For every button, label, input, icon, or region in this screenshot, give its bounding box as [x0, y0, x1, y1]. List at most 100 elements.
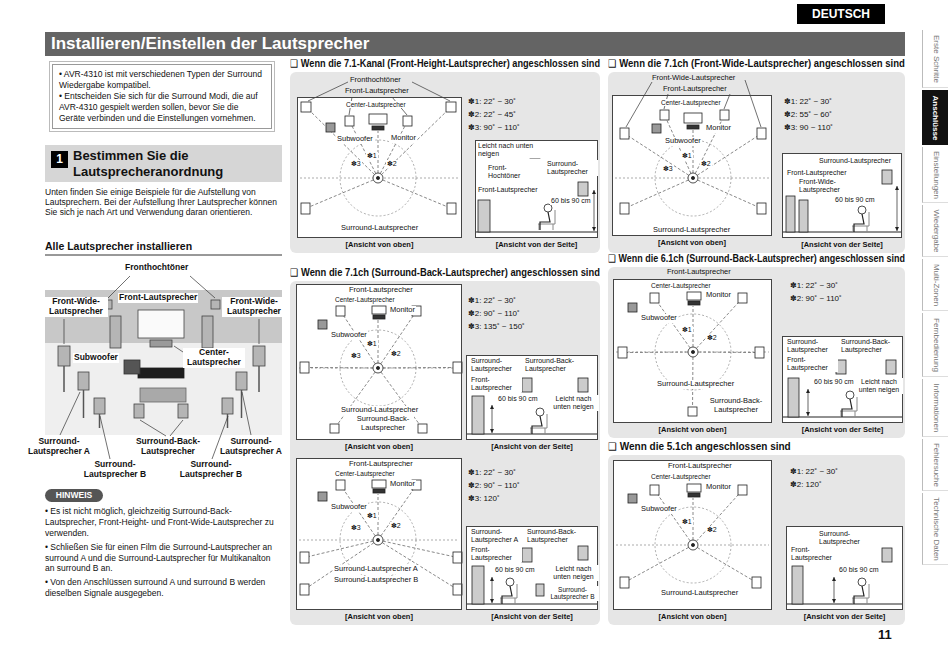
subwoofer-picture [124, 360, 140, 374]
speaker-symbol [882, 170, 892, 184]
angle-line [693, 352, 760, 354]
subwoofer-symbol [318, 320, 327, 329]
leader-line [626, 82, 652, 127]
speaker-symbol [578, 182, 588, 196]
speaker-symbol [453, 584, 462, 595]
view-ground [613, 460, 772, 610]
dimension-line [808, 389, 809, 416]
dimension-line [492, 405, 493, 433]
tab-text: Erste Schritte [931, 34, 941, 82]
arrowhead [806, 412, 810, 416]
label-text: Surround- Lautsprecher A [470, 528, 526, 544]
chapter-tab: Multi-Zonen [922, 259, 948, 311]
speaker-symbol [300, 552, 309, 563]
leader-line [724, 94, 730, 109]
chapter-tab: Informationen [922, 379, 948, 437]
callout-number: ✽1 [681, 152, 693, 160]
leader-line [64, 319, 65, 344]
speaker-symbol [447, 203, 456, 214]
angle-line [305, 540, 379, 558]
speaker-symbol [300, 584, 309, 595]
arrowhead [490, 405, 494, 409]
view-frame: [Ansicht von oben] [296, 458, 462, 610]
label-text: 60 bis 90 cm [838, 566, 880, 574]
view-ground [466, 355, 598, 440]
callout-number: ✽1 [366, 152, 378, 160]
surround-a-speaker-picture [236, 372, 247, 390]
callout-number: ✽3 [350, 352, 362, 360]
panel-ground [608, 267, 905, 438]
callout-number: ✽1 [681, 326, 693, 334]
front-speaker-picture [110, 316, 121, 348]
surround-b-speaker-picture [222, 398, 233, 414]
label-text: ✽1: 22˚ ~ 30˚ [790, 281, 838, 290]
view-ground [296, 458, 462, 610]
panel-heading: ❑ Wenn die 6.1ch (Surround-Back-Lautspre… [608, 253, 905, 265]
angle-line [655, 490, 694, 545]
note-column: • Es ist nicht möglich, gleichzeitig Sur… [45, 506, 282, 602]
speaker-symbol [620, 128, 629, 139]
section-heading: Bestimmen Sie die Lautsprecheranordnung1 [45, 145, 282, 182]
view-ground [782, 153, 902, 238]
label-text: ✽3: 135˚ ~ 150˚ [468, 322, 525, 331]
label-text: 60 bis 90 cm [834, 196, 876, 204]
speaker-symbol [336, 480, 345, 490]
tab-text: Fehlersuche [931, 442, 941, 486]
angle-line [378, 367, 458, 369]
step-number-text: 1 [51, 151, 68, 168]
label-text: Surround- Lautsprecher [546, 160, 598, 176]
label-text: Front-Lautsprecher [348, 286, 414, 295]
panel-ground [290, 281, 600, 625]
label-text: Surround-Back- Lautsprecher [524, 357, 592, 373]
chapter-tab: Fehlersuche [922, 439, 948, 491]
label-text: Front-Wide- Lautsprecher [222, 297, 286, 317]
label-text: Monitor [389, 306, 416, 315]
speaker-symbol [688, 407, 697, 416]
angle-line [655, 298, 694, 352]
subwoofer-symbol [628, 494, 637, 503]
speaker-symbol [650, 293, 659, 303]
chair [538, 210, 555, 230]
tab-text: Wiedergabe [931, 209, 941, 252]
label-text: Subwoofer [330, 331, 368, 340]
language-tab: DEUTSCH [797, 4, 885, 24]
label-text: Surround-Back- Lautsprecher [704, 397, 768, 414]
chapter-tab: Erste Schritte [922, 30, 948, 88]
label-text: Surround-Lautsprecher [340, 224, 419, 233]
callout-number: ✽2 [706, 526, 718, 534]
view-ground [475, 140, 598, 238]
surround-back-speaker-picture [134, 404, 144, 418]
angle-line [625, 545, 694, 583]
label-text: Surround- Lautsprecher [786, 338, 838, 354]
listener-body [842, 399, 852, 417]
label-text: Monitor [389, 480, 416, 489]
view-ground [782, 336, 903, 423]
speaker-symbol [300, 362, 309, 373]
listener-symbol [688, 173, 698, 183]
speaker-symbol [618, 347, 627, 358]
surround-b-speaker-picture [94, 398, 105, 414]
leader-line [174, 346, 183, 352]
label-text: Leicht nach unten neigen [548, 395, 599, 411]
label-text: Surround- Lautsprecher B [78, 460, 152, 480]
angle-line [693, 490, 743, 545]
view-caption: [Ansicht von oben] [614, 425, 771, 434]
floor [45, 343, 282, 435]
arrowhead [832, 577, 836, 581]
floor-line [467, 604, 597, 605]
label-text: Center-Lautsprecher [334, 470, 396, 477]
center-speaker-picture [150, 340, 172, 347]
label-text: Front-Wide- Lautsprecher [798, 178, 852, 194]
label-text: Surround-Lautsprecher [660, 589, 739, 598]
speaker-stand [258, 366, 260, 392]
callout-number: ✽3 [662, 165, 674, 173]
tab-text: DEUTSCH [797, 4, 885, 24]
panel-heading: ❑ Wenn die 7.1ch (Surround-Back-Lautspre… [290, 267, 600, 279]
speaker-symbol [799, 200, 808, 232]
leader-line [308, 82, 348, 101]
label-text: Fronthochtöner [125, 263, 188, 273]
callout-number: ✽2 [706, 334, 718, 342]
label-text: Leicht nach unten neigen [855, 378, 903, 394]
speaker-symbol [650, 485, 659, 495]
leader-line [60, 392, 80, 435]
